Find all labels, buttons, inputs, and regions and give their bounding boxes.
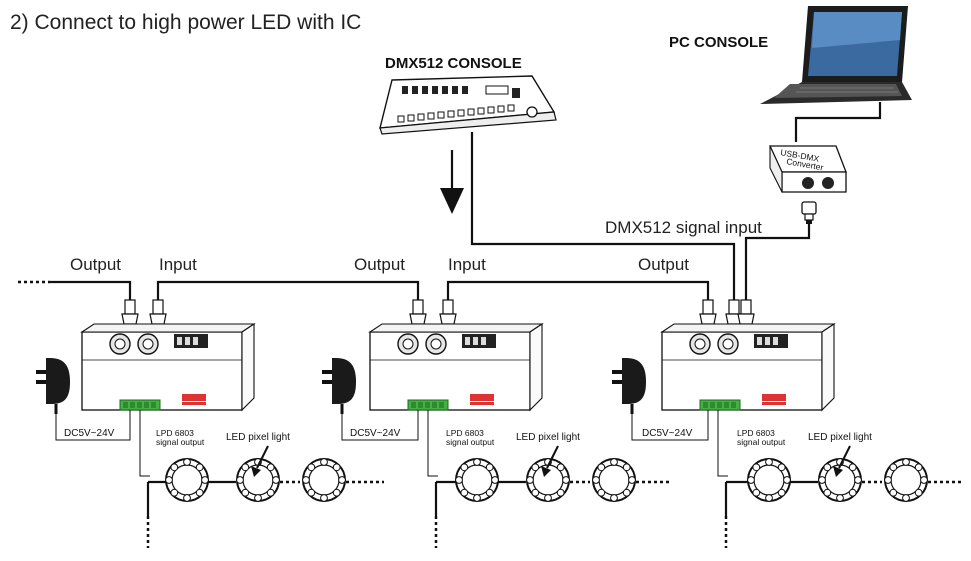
led-string-1 <box>146 457 384 548</box>
signal-label-3b: signal output <box>737 437 786 447</box>
pixel-pointer-2 <box>541 445 559 477</box>
output-label-3: Output <box>638 255 689 274</box>
xlr-plug-icon <box>801 201 817 224</box>
signal-label-1b: signal output <box>156 437 205 447</box>
dmx-signal-label: DMX512 signal input <box>605 218 762 237</box>
led-string-2 <box>434 457 672 548</box>
pc-console-label: PC CONSOLE <box>669 34 768 51</box>
laptop-icon <box>760 6 912 104</box>
chain-cable-2-3 <box>446 280 710 300</box>
signal-label-1a: LPD 6803 <box>156 428 194 438</box>
signal-wire-2 <box>427 410 438 477</box>
dmx-console-cable <box>470 132 736 300</box>
power-label-3: DC5V~24V <box>642 428 693 439</box>
output-label-1: Output <box>70 255 121 274</box>
pixel-pointer-1 <box>251 445 269 477</box>
dmx-console-icon <box>379 75 557 135</box>
power-wire-3 <box>631 410 709 441</box>
dmx-console-label: DMX512 CONSOLE <box>385 55 522 72</box>
power-wire-2 <box>341 410 419 441</box>
signal-label-2a: LPD 6803 <box>446 428 484 438</box>
arrow-down-icon <box>440 150 464 214</box>
power-label-1: DC5V~24V <box>64 428 115 439</box>
output-label-2: Output <box>354 255 405 274</box>
decoder-unit-1 <box>81 323 255 411</box>
power-wire-1 <box>55 410 131 441</box>
decoder-unit-2 <box>369 323 543 411</box>
input-label-2: Input <box>448 255 486 274</box>
signal-wire-3 <box>717 410 728 477</box>
power-adapter-icon-2 <box>320 356 358 416</box>
pixel-label-1: LED pixel light <box>226 432 290 443</box>
pixel-label-2: LED pixel light <box>516 432 580 443</box>
power-label-2: DC5V~24V <box>350 428 401 439</box>
chain-cable-1-2 <box>156 280 420 300</box>
pixel-pointer-3 <box>833 445 851 477</box>
signal-label-2b: signal output <box>446 437 495 447</box>
pixel-label-3: LED pixel light <box>808 432 872 443</box>
signal-label-3a: LPD 6803 <box>737 428 775 438</box>
led-string-3 <box>724 457 962 548</box>
pc-signal-cable <box>744 224 811 300</box>
usb-dmx-converter: USB-DMX Converter <box>768 145 847 193</box>
input-label-1: Input <box>159 255 197 274</box>
chain-cable-left <box>50 280 132 300</box>
power-adapter-icon-1 <box>34 356 72 416</box>
decoder-unit-3 <box>661 323 835 411</box>
usb-cable <box>794 102 882 142</box>
power-adapter-icon-3 <box>610 356 648 416</box>
page-title: 2) Connect to high power LED with IC <box>10 11 361 34</box>
signal-wire-1 <box>139 410 150 477</box>
